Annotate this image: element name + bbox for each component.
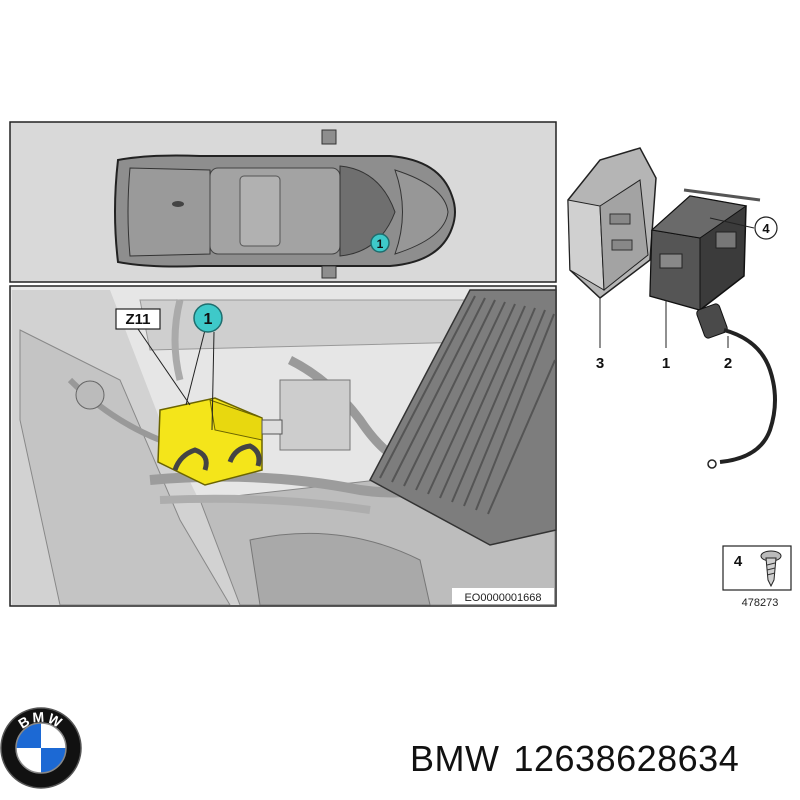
car-location-marker: 1 [370, 233, 390, 253]
screw-panel-code: 478273 [742, 597, 779, 609]
bracket-part [567, 147, 657, 299]
part-caption: BMW 12638628634 [410, 738, 753, 780]
image-code: EO0000001668 [464, 592, 541, 604]
part-number-3: 3 [596, 355, 604, 372]
bmw-logo-icon: BMW [0, 707, 82, 789]
part-number-4-callout: 4 [754, 216, 778, 240]
callout-1: 1 [185, 303, 223, 431]
ground-cable-part [696, 303, 777, 469]
car-location-marker-label: 1 [377, 237, 384, 251]
screw-panel: 4 478273 [722, 545, 792, 609]
part-number-4: 4 [762, 221, 770, 236]
callout-z11-label: Z11 [125, 311, 150, 328]
part-number-2: 2 [724, 355, 732, 372]
caption-part-number: 12638628634 [513, 738, 740, 779]
car-top-view [114, 129, 456, 279]
caption-brand: BMW [410, 738, 500, 779]
control-module-part [649, 188, 761, 311]
engine-bay-panel: Z11 1 EO0000001668 [9, 285, 557, 607]
callout-z11: Z11 [115, 308, 191, 406]
car-overview-panel: 1 [9, 121, 557, 283]
callout-1-label: 1 [204, 311, 213, 328]
screw-icon [760, 550, 782, 588]
air-filter-grille [368, 289, 557, 546]
highlighted-module [157, 397, 283, 486]
screw-panel-number: 4 [734, 553, 743, 570]
exploded-parts: 3 1 2 4 [567, 147, 778, 469]
part-number-1: 1 [662, 355, 670, 372]
